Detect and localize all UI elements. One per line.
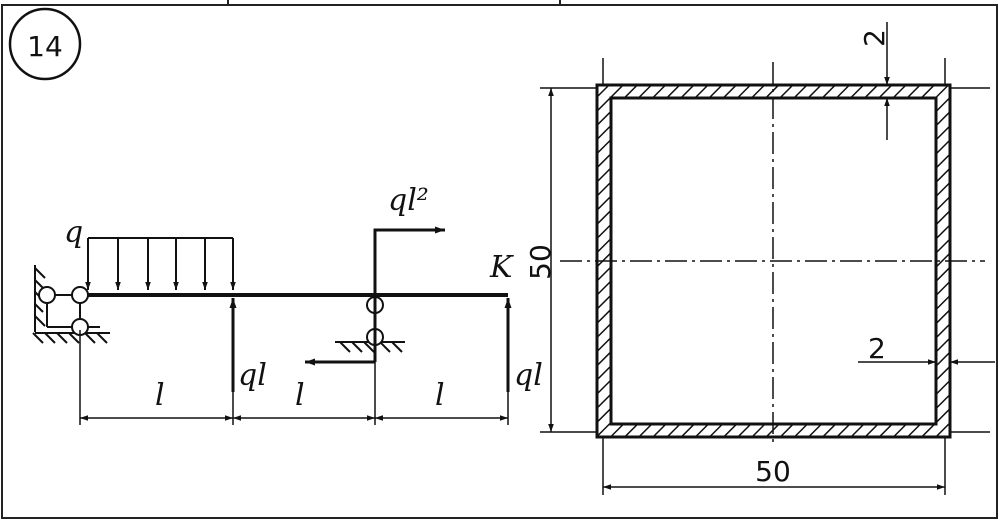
extension-lines — [540, 58, 990, 495]
point-k-label: K — [489, 250, 514, 285]
force-2-label: ql — [514, 358, 543, 393]
span-dimensions — [79, 330, 509, 425]
problem-number: 14 — [27, 30, 63, 63]
wall-top-label: 2 — [858, 29, 891, 47]
distributed-load — [85, 237, 236, 290]
problem-number-badge: 14 — [8, 7, 82, 81]
cross-section — [540, 22, 995, 495]
fixed-pin-support — [32, 265, 110, 344]
span-2-label: l — [295, 378, 305, 413]
load-q-label: q — [64, 215, 83, 250]
center-lines — [560, 62, 985, 445]
span-3-label: l — [435, 378, 445, 413]
section-width-label: 50 — [755, 455, 791, 488]
moment-label: ql² — [388, 183, 429, 218]
force-1-label: ql — [238, 358, 267, 393]
section-height-label: 50 — [524, 244, 557, 280]
beam — [32, 226, 512, 425]
moment-couple — [305, 226, 445, 366]
wall-side-label: 2 — [868, 332, 886, 365]
dimension-lines — [548, 22, 995, 490]
span-1-label: l — [155, 378, 165, 413]
roller-support — [335, 296, 405, 353]
